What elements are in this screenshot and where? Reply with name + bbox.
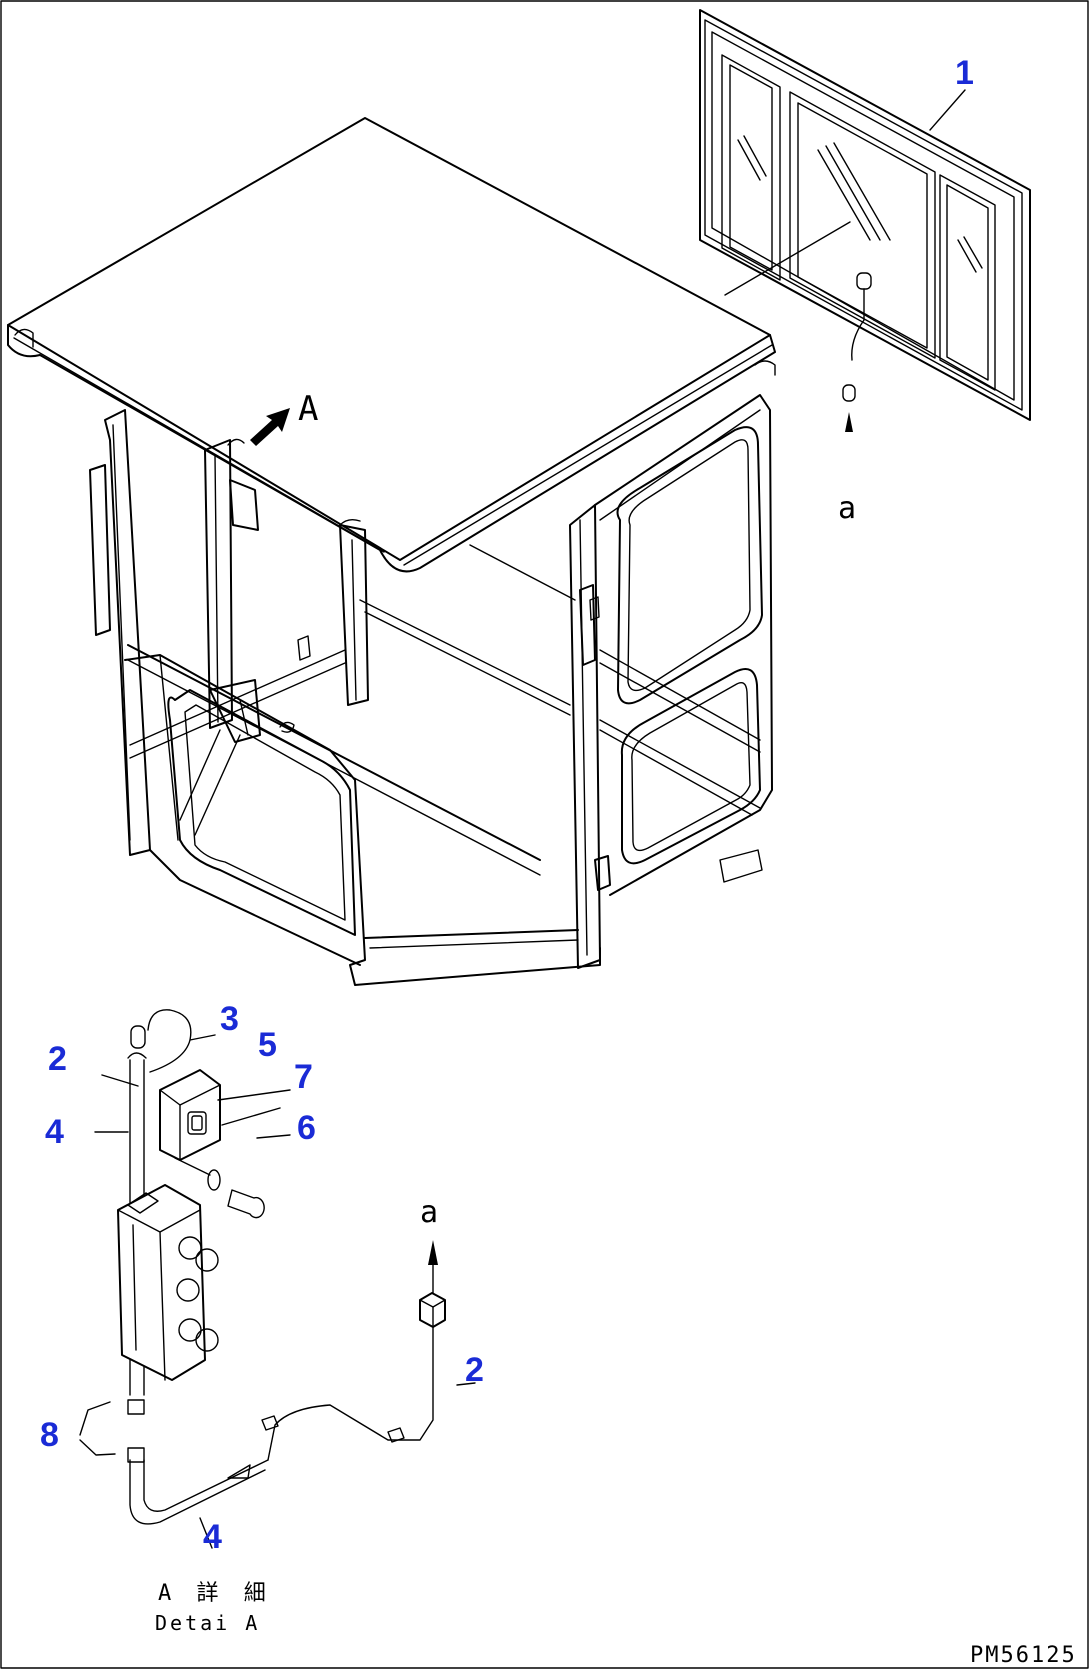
callout-6[interactable]: 6 bbox=[297, 1109, 316, 1147]
drawing-code: PM56125 bbox=[970, 1643, 1077, 1668]
detail-a-assembly bbox=[79, 1009, 476, 1549]
callout-2-upper[interactable]: 2 bbox=[48, 1040, 67, 1078]
callout-3[interactable]: 3 bbox=[220, 1000, 239, 1038]
joint-label-top: a bbox=[838, 491, 857, 526]
detail-caption-jp: A 詳 細 bbox=[158, 1581, 272, 1606]
callout-1[interactable]: 1 bbox=[955, 54, 974, 92]
detail-caption-en: Detai A bbox=[155, 1611, 261, 1635]
view-arrow-label: A bbox=[298, 389, 319, 429]
view-arrow-a bbox=[250, 408, 290, 446]
callout-8[interactable]: 8 bbox=[40, 1416, 59, 1454]
callout-5[interactable]: 5 bbox=[258, 1026, 277, 1064]
callout-4-upper[interactable]: 4 bbox=[45, 1113, 64, 1151]
callout-2-lower[interactable]: 2 bbox=[465, 1351, 484, 1389]
callout-4-lower[interactable]: 4 bbox=[203, 1518, 222, 1556]
joint-label-bottom: a bbox=[420, 1195, 439, 1230]
cab-body bbox=[7, 117, 776, 986]
callout-7[interactable]: 7 bbox=[294, 1058, 313, 1096]
window-panel bbox=[699, 9, 1031, 432]
